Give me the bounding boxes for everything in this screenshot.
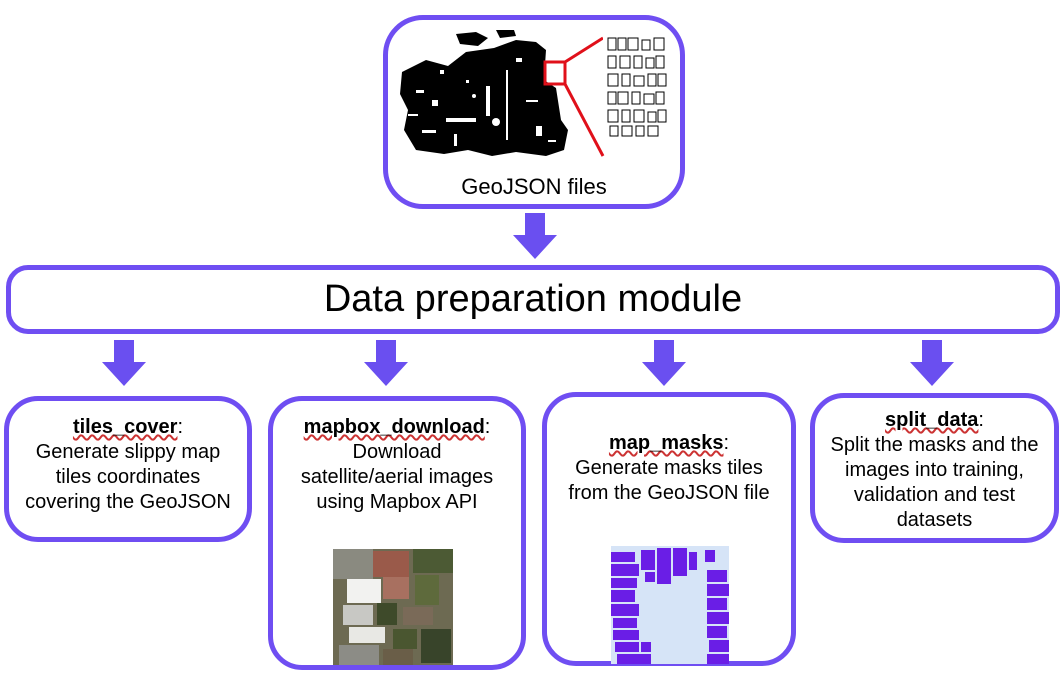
tiles-cover-card: tiles_cover: Generate slippy map tiles c… [4,396,252,542]
zoom-inset-image [603,34,669,140]
down-arrow-icon [642,340,686,386]
mapbox-download-card: mapbox_download: Download satellite/aeri… [268,396,526,670]
map-masks-card: map_masks: Generate masks tiles from the… [542,392,796,666]
card-title: split_data [885,409,979,431]
data-preparation-module: Data preparation module [6,265,1060,334]
card-description: Download satellite/aerial images using M… [300,441,494,513]
split-data-card: split_data: Split the masks and the imag… [810,393,1059,543]
card-title: mapbox_download [303,416,485,438]
card-description: Generate slippy map tiles coordinates co… [25,441,231,513]
mask-image [611,546,729,664]
module-title: Data preparation module [323,278,743,320]
geojson-map-image [400,30,669,157]
card-description: Split the masks and the images into trai… [830,434,1039,531]
down-arrow-icon [513,213,557,259]
geojson-files-label: GeoJSON files [461,174,607,199]
down-arrow-icon [364,340,408,386]
satellite-image [333,549,453,665]
card-title: tiles_cover [72,416,178,438]
card-description: Generate masks tiles from the GeoJSON fi… [568,457,770,504]
down-arrow-icon [102,340,146,386]
down-arrow-icon [910,340,954,386]
geojson-files-box: GeoJSON files [383,15,685,209]
card-title: map_masks [608,432,724,454]
